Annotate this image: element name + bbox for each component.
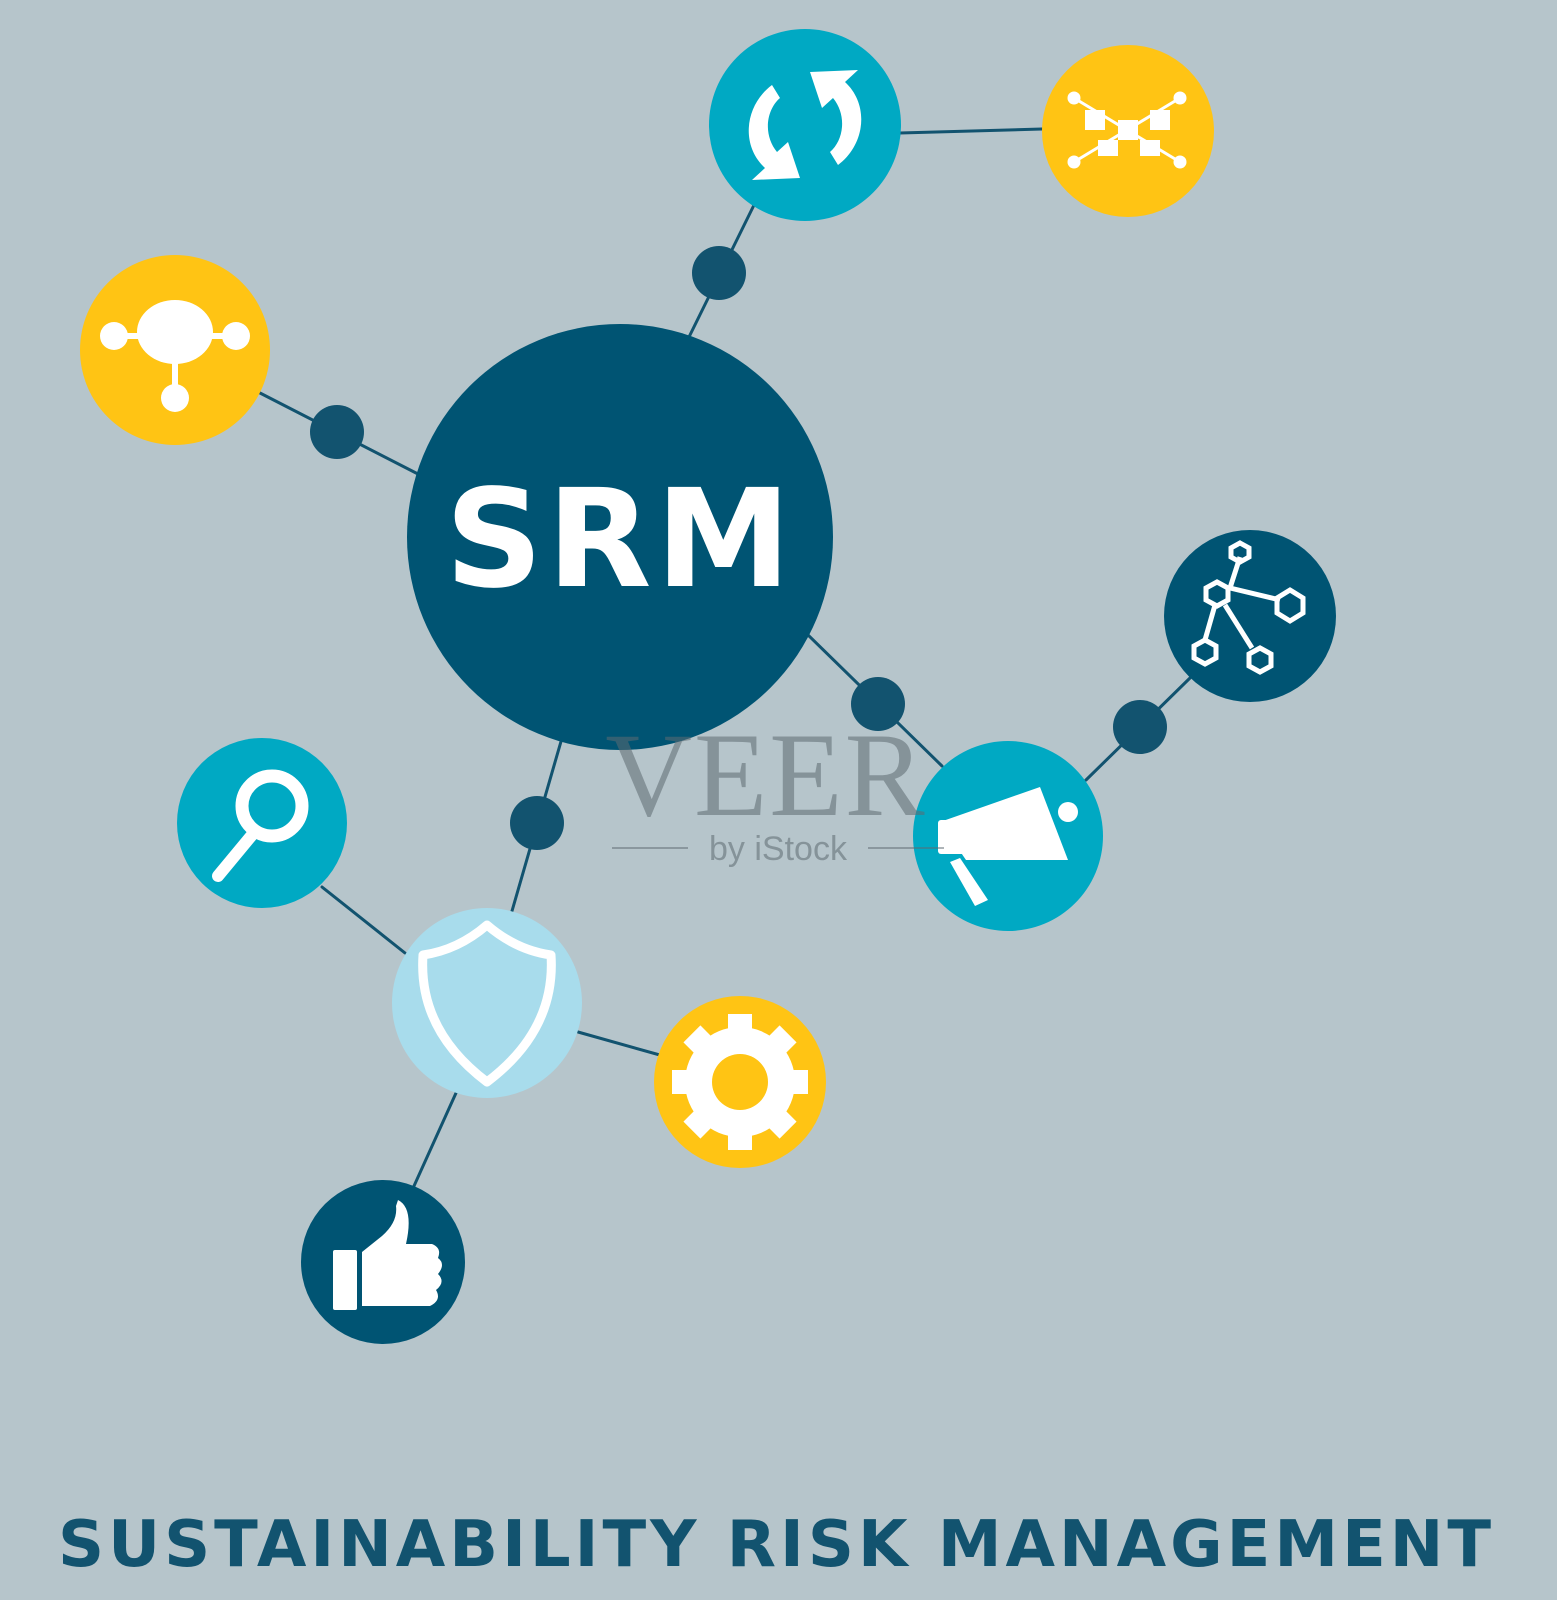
search-node — [177, 738, 347, 908]
molecule-node — [1164, 530, 1336, 702]
connector-dot-shield — [510, 796, 564, 850]
molecule-node-circle — [1164, 530, 1336, 702]
thumbs-up-icon — [333, 1200, 442, 1310]
center-label: SRM — [445, 461, 795, 619]
center-node-circle — [407, 324, 833, 750]
refresh-arrows-icon — [748, 70, 862, 180]
workflow-icon — [1067, 91, 1187, 169]
magnifier-icon — [212, 769, 309, 882]
connector-dot-hub — [310, 405, 364, 459]
edge-shield-gear — [576, 1030, 669, 1059]
connector-dot-molecule — [1113, 700, 1167, 754]
search-node-circle — [177, 738, 347, 908]
workflow-node — [1042, 45, 1214, 217]
shield-node — [392, 908, 582, 1098]
center-node: SRM — [407, 324, 833, 750]
diagram-title: SUSTAINABILITY RISK MANAGEMENT — [58, 1508, 1495, 1582]
shield-icon — [418, 920, 556, 1087]
like-node — [301, 1180, 465, 1344]
gear-node — [654, 996, 826, 1168]
watermark-tagline: by iStock — [709, 830, 848, 868]
edge-shield-like — [412, 1091, 458, 1188]
refresh-node — [709, 29, 901, 221]
molecule-icon — [1191, 540, 1306, 675]
connector-dots — [310, 246, 1167, 850]
megaphone-icon — [938, 787, 1078, 906]
gear-icon — [672, 1014, 808, 1150]
edge-refresh-workflow — [898, 127, 1044, 135]
watermark-brand: VEER — [605, 708, 926, 841]
connector-dot-refresh — [692, 246, 746, 300]
watermark: VEER by iStock — [605, 708, 944, 868]
connector-dot-megaphone — [851, 677, 905, 731]
edge-shield-search — [320, 885, 407, 955]
megaphone-node — [913, 741, 1103, 931]
refresh-node-circle — [709, 29, 901, 221]
shield-node-circle — [392, 908, 582, 1098]
hub-node — [80, 255, 270, 445]
hub-network-icon — [100, 300, 250, 412]
